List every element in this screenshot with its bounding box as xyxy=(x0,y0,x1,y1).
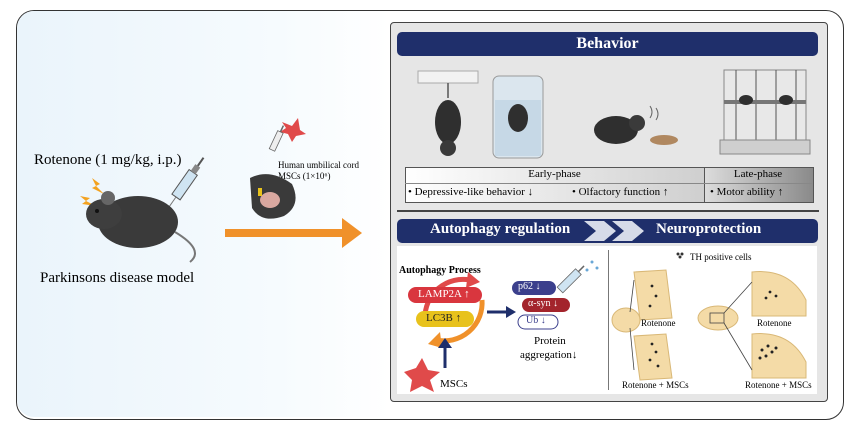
protein-label: Protein xyxy=(534,335,566,347)
disease-model-label: Parkinsons disease model xyxy=(40,270,195,286)
olfactory-result: • Olfactory function ↑ xyxy=(572,186,669,198)
autophagy-regulation-title: Autophagy regulation xyxy=(430,221,571,237)
brain-whole-middle xyxy=(697,305,739,331)
rotenone-left-label: Rotenone xyxy=(641,318,676,328)
rotarod-icon xyxy=(719,69,811,155)
syringe-icon xyxy=(168,157,205,208)
lc3b-label: LC3B ↑ xyxy=(426,312,462,324)
brain-slice-rotenone-right xyxy=(751,271,807,317)
msc-source-line2: MSCs (1×10⁶) xyxy=(278,171,331,181)
late-phase-label: Late-phase xyxy=(733,168,783,180)
rotenone-msc-left-label: Rotenone + MSCs xyxy=(622,380,689,390)
tail-suspension-icon xyxy=(417,70,479,156)
th-dots-icon xyxy=(676,252,684,259)
forced-swim-icon xyxy=(492,75,544,159)
left-panel-background xyxy=(17,11,390,417)
olfactory-test-icon xyxy=(594,105,678,145)
p62-label: p62 ↓ xyxy=(518,281,541,292)
brain-slice-rotenone-left xyxy=(633,269,673,321)
lamp2a-label: LAMP2A ↑ xyxy=(418,288,470,300)
brain-slice-msc-right xyxy=(751,333,807,379)
section-divider xyxy=(397,210,819,212)
asyn-label: α-syn ↓ xyxy=(528,298,558,309)
depressive-behavior-result: • Depressive-like behavior ↓ xyxy=(408,186,534,198)
msc-cell-icon xyxy=(280,118,306,142)
lightning-icon xyxy=(80,178,104,206)
aggregation-label: aggregation↓ xyxy=(520,349,578,361)
autophagy-process-label: Autophagy Process xyxy=(399,265,481,276)
msc-label: MSCs xyxy=(440,378,468,390)
late-phase-box xyxy=(704,167,814,203)
neuroprotection-title: Neuroprotection xyxy=(656,221,762,237)
brain-whole-left xyxy=(611,307,641,333)
early-phase-box xyxy=(405,167,706,203)
mechanism-divider xyxy=(608,250,609,390)
rotenone-right-label: Rotenone xyxy=(757,318,792,328)
treatment-arrow xyxy=(225,218,362,248)
brain-slice-msc-left xyxy=(633,333,673,381)
early-phase-label: Early-phase xyxy=(528,168,581,180)
behavior-banner: Behavior xyxy=(397,32,818,56)
mouse-icon xyxy=(86,191,196,263)
rotenone-label: Rotenone (1 mg/kg, i.p.) xyxy=(34,152,182,168)
ub-label: Ub ↓ xyxy=(526,315,546,326)
motor-ability-result: • Motor ability ↑ xyxy=(710,186,784,198)
rotenone-msc-right-label: Rotenone + MSCs xyxy=(745,380,812,390)
small-syringe-icon xyxy=(268,125,285,152)
injected-mouse-icon xyxy=(250,174,296,219)
msc-source-line1: Human umbilical cord xyxy=(278,160,359,170)
th-positive-label: TH positive cells xyxy=(690,252,752,262)
